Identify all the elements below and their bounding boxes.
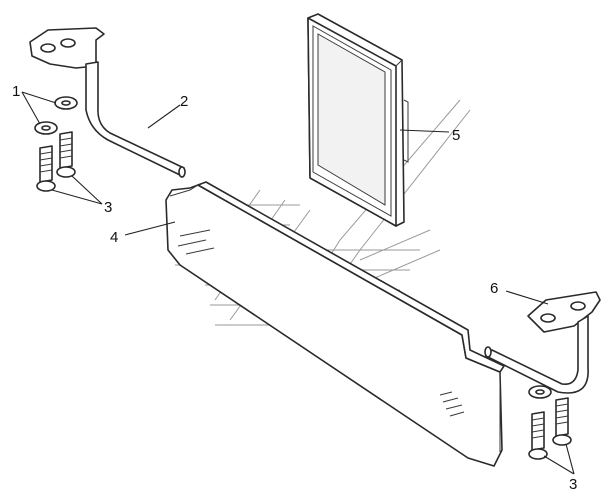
right-bracket-rod (484, 291, 601, 394)
sun-visor-panel (165, 181, 505, 467)
left-washers (34, 96, 78, 135)
callout-5: 5 (452, 127, 460, 144)
leader-lines (21, 91, 575, 475)
left-screws (36, 131, 76, 192)
callout-2: 2 (180, 93, 188, 110)
callout-3-left: 3 (104, 199, 112, 216)
callout-6: 6 (490, 280, 498, 297)
right-screws (528, 397, 572, 460)
vanity-mirror (307, 13, 409, 227)
right-washers (528, 385, 552, 399)
callout-4: 4 (110, 229, 118, 246)
callout-1: 1 (12, 83, 20, 100)
callout-3-right: 3 (569, 476, 577, 493)
left-bracket-rod (29, 27, 186, 178)
